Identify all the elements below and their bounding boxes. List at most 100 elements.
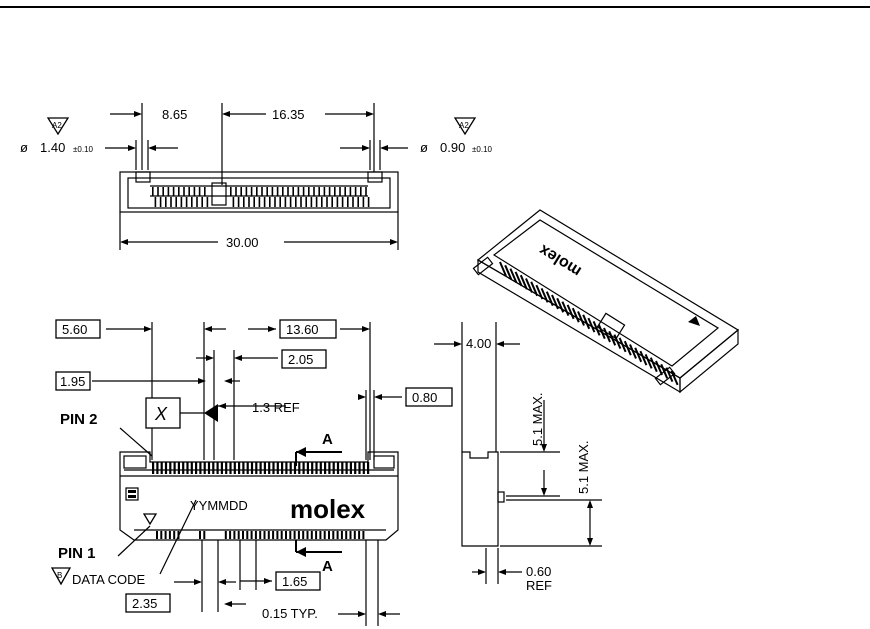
contact-pin [203,531,205,539]
contact-pin [342,197,344,207]
contact-pin [290,462,292,474]
dim-1-65: 1.65 [282,574,307,589]
contact-pin [341,531,343,539]
contact-pin [345,531,347,539]
contact-pin [328,531,330,539]
contact-pin [319,531,321,539]
contact-pin [161,462,163,474]
contact-pin [268,462,270,474]
contact-pin [186,197,188,207]
contact-pin [341,462,343,474]
iso-pins [500,262,678,385]
front-brand-text: molex [290,494,366,524]
contact-pin [315,531,317,539]
contact-pin [195,462,197,474]
contact-pin [542,288,548,302]
contact-pin [562,302,568,316]
contact-pin [152,462,154,474]
contact-pin [277,187,279,196]
contact-pin [201,197,203,207]
contact-pin [276,531,278,539]
contact-pin [303,462,305,474]
dim-1-95: 1.95 [60,374,85,389]
contact-pin [251,187,253,196]
contact-pin [175,197,177,207]
dim-5-1-second: 5.1 MAX. [576,441,591,494]
contact-pin [194,187,196,196]
contact-pin [295,197,297,207]
contact-pin [298,531,300,539]
contact-pin [266,187,268,196]
contact-pin [281,531,283,539]
contact-pin [331,197,333,207]
pin2-label: PIN 2 [60,411,98,428]
contact-pin [350,462,352,474]
contact-pin [182,462,184,474]
contact-pin [282,187,284,196]
contact-pin [225,531,227,539]
contact-pin [368,197,370,207]
dim-30-00: 30.00 [226,235,259,250]
contact-pin [294,531,296,539]
contact-pin [328,462,330,474]
datum-x-label: X [154,404,168,424]
contact-pin [247,462,249,474]
contact-pin [298,462,300,474]
contact-pin [337,462,339,474]
contact-pin [365,187,367,196]
contact-pin [274,197,276,207]
contact-pin [311,462,313,474]
contact-pin [355,187,357,196]
contact-pin [303,187,305,196]
front-view: 5.60 13.60 2.05 1.95 0.80 [52,320,452,626]
section-a-bottom: A [322,558,333,575]
contact-pin [183,187,185,196]
contact-pin [316,197,318,207]
contact-pin [207,197,209,207]
contact-pin [225,462,227,474]
contact-pin [362,531,364,539]
contact-pin [339,187,341,196]
contact-pin [344,187,346,196]
hole-left-tol: ±0.10 [73,145,94,154]
contact-pin [212,462,214,474]
flag-a2-left: A2 [48,118,68,134]
contact-pin [311,531,313,539]
svg-text:A2: A2 [459,121,469,130]
contact-pin [290,197,292,207]
contact-pin [287,187,289,196]
pin1-label: PIN 1 [58,545,96,562]
contact-pin [272,462,274,474]
contact-pin [188,187,190,196]
contact-pin [261,187,263,196]
contact-pin [156,531,158,539]
dim-0-60: 0.60 [526,564,551,579]
contact-pin [235,187,237,196]
contact-pin [199,462,201,474]
contact-pin [547,292,553,306]
ref-1-3: 1.3 REF [252,400,300,415]
dim-16-35: 16.35 [272,107,305,122]
contact-pin [277,462,279,474]
contact-pin [178,462,180,474]
contact-pin [268,531,270,539]
contact-pin [315,462,317,474]
contact-pin [238,531,240,539]
contact-pin [604,328,610,342]
contact-pin [229,531,231,539]
contact-pin [346,462,348,474]
dim-4-00: 4.00 [466,336,491,351]
contact-pin [272,187,274,196]
contact-pin [272,531,274,539]
contact-pin [337,197,339,207]
contact-pin [311,197,313,207]
dim-2-35: 2.35 [132,596,157,611]
contact-pin [160,197,162,207]
contact-pin [320,462,322,474]
dim-5-1-first: 5.1 MAX. [530,393,545,446]
contact-pin [253,197,255,207]
contact-pin [350,187,352,196]
contact-pin [264,197,266,207]
date-code-text: YYMMDD [190,498,248,513]
contact-pin [157,187,159,196]
